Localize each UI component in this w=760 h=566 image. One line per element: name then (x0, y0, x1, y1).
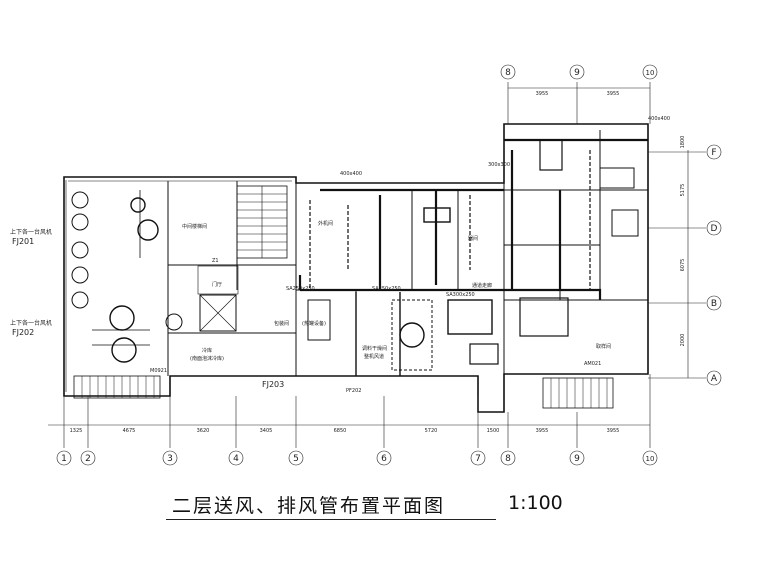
room-lift: 门厅 (212, 281, 222, 288)
fj203-label: FJ203 (262, 380, 284, 389)
grid-label-top-8: 8 (505, 68, 511, 78)
grid-bubble (642, 64, 658, 80)
duct-size-top: 400x400 (340, 171, 362, 177)
grid-label-A: A (711, 374, 718, 384)
grid-label-7: 7 (475, 454, 481, 464)
dim-bottom: 1325 (70, 428, 83, 434)
duct-sa2: SA250x250 (372, 286, 401, 292)
dim-top: 3955 (536, 91, 549, 97)
grid-bubble (162, 450, 178, 466)
dim-bottom: 3405 (260, 428, 273, 434)
grid-bubble (706, 370, 722, 386)
grid-label-5: 5 (293, 454, 299, 464)
room-corridor: 通道走廊 (472, 282, 492, 289)
grid-label-1: 1 (61, 454, 67, 464)
room-pack: 包装间 (274, 320, 289, 327)
drawing-title: 二层送风、排风管布置平面图 (172, 495, 446, 517)
grid-bubble (80, 450, 96, 466)
z1-label: Z1 (212, 258, 219, 264)
room-pack-note: (热罐设备) (302, 320, 326, 327)
pf202-label: PF202 (346, 388, 361, 394)
m0921-label: M0921 (150, 368, 167, 374)
grid-label-8: 8 (505, 454, 511, 464)
duct-sa3: SA300x250 (446, 292, 475, 298)
grid-bubble (228, 450, 244, 466)
grid-label-4: 4 (233, 454, 239, 464)
room-m1: 外机间 (318, 220, 333, 227)
grid-label-3: 3 (167, 454, 173, 464)
dim-bottom: 3955 (536, 428, 549, 434)
drawing-scale: 1:100 (508, 492, 563, 514)
room-cold-note: (南面泡沫冷库) (190, 355, 224, 362)
duct-size-right: 400x400 (648, 116, 670, 122)
grid-label-6: 6 (381, 454, 387, 464)
dim-bottom: 6850 (334, 428, 347, 434)
grid-bubble (470, 450, 486, 466)
fj202-label: FJ202 (12, 328, 34, 337)
grid-label-9: 9 (574, 454, 580, 464)
dim-bottom: 4675 (123, 428, 136, 434)
room-stair: 中间楼梯间 (182, 223, 207, 230)
am021-label: AM021 (584, 361, 601, 367)
dim-right: 5175 (680, 184, 686, 197)
dim-bottom: 3955 (607, 428, 620, 434)
dim-right: 1800 (680, 136, 686, 149)
dim-bottom: 5720 (425, 428, 438, 434)
grid-bubble (569, 450, 585, 466)
dim-bottom: 3620 (197, 428, 210, 434)
grid-bubble (706, 295, 722, 311)
room-sample: 取样间 (596, 343, 611, 350)
grid-label-2: 2 (85, 454, 91, 464)
grid-label-D: D (711, 224, 718, 234)
grid-bubble (642, 450, 658, 466)
grid-label-B: B (711, 299, 717, 309)
dim-bottom: 1500 (487, 428, 500, 434)
grid-label-top-9: 9 (574, 68, 580, 78)
title-underline (166, 519, 496, 520)
grid-bubble (569, 64, 585, 80)
grid-bubble (288, 450, 304, 466)
dim-top: 3955 (607, 91, 620, 97)
grid-bubble (56, 450, 72, 466)
fj201-label: FJ201 (12, 237, 34, 246)
grid-bubble (706, 220, 722, 236)
grid-bubble (376, 450, 392, 466)
room-dry: 调料干燥间 (362, 345, 387, 352)
grid-label-F: F (711, 148, 716, 158)
room-dry-note: 整机风道 (364, 353, 384, 360)
grid-bubble (500, 450, 516, 466)
grid-bubble (706, 144, 722, 160)
room-cold: 冷库 (202, 347, 212, 354)
grid-bubble (500, 64, 516, 80)
grid-label-top-10: 10 (646, 69, 655, 77)
duct-size-mid: 300x300 (488, 162, 510, 168)
dim-right: 2000 (680, 334, 686, 347)
duct-sa1: SA250x250 (286, 286, 315, 292)
room-m2: 器间 (468, 235, 478, 242)
fj201-note: 上下各一台风机 (10, 228, 52, 236)
fj202-note: 上下各一台风机 (10, 319, 52, 327)
grid-label-10: 10 (646, 455, 655, 463)
dim-right: 6075 (680, 259, 686, 272)
